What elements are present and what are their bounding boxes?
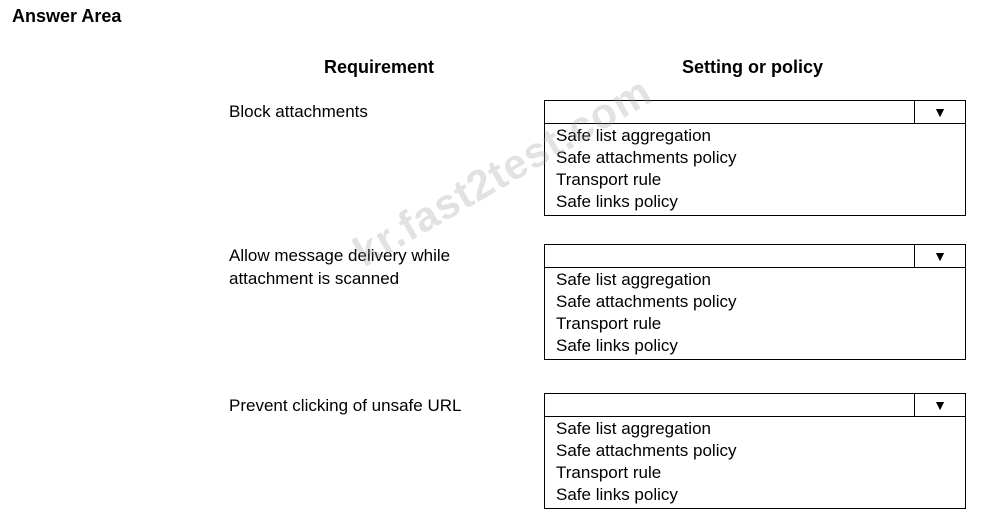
dropdown-arrow-button[interactable]: ▼ [914, 245, 965, 267]
dropdown-options-list: Safe list aggregation Safe attachments p… [544, 268, 966, 360]
dropdown-option[interactable]: Safe links policy [556, 192, 678, 211]
dropdown-option[interactable]: Safe list aggregation [556, 419, 711, 438]
setting-dropdown-3[interactable]: ▼ Safe list aggregation Safe attachments… [544, 393, 966, 509]
requirement-column-header: Requirement [324, 57, 435, 77]
dropdown-option[interactable]: Safe list aggregation [556, 270, 711, 289]
requirement-label-allow-delivery: Allow message delivery while attachment … [229, 246, 451, 288]
dropdown-select-box[interactable]: ▼ [544, 100, 966, 124]
dropdown-option[interactable]: Safe list aggregation [556, 126, 711, 145]
chevron-down-icon: ▼ [933, 397, 947, 413]
dropdown-option[interactable]: Transport rule [556, 463, 662, 482]
dropdown-option[interactable]: Safe links policy [556, 336, 678, 355]
setting-column-header: Setting or policy [682, 57, 824, 77]
dropdown-option[interactable]: Safe attachments policy [556, 441, 737, 460]
requirement-label-prevent-unsafe-url: Prevent clicking of unsafe URL [229, 396, 462, 415]
dropdown-option[interactable]: Transport rule [556, 314, 662, 333]
dropdown-option[interactable]: Safe attachments policy [556, 292, 737, 311]
dropdown-option[interactable]: Transport rule [556, 170, 662, 189]
requirement-label-block-attachments: Block attachments [229, 102, 368, 121]
dropdown-select-box[interactable]: ▼ [544, 393, 966, 417]
dropdown-select-box[interactable]: ▼ [544, 244, 966, 268]
dropdown-option[interactable]: Safe links policy [556, 485, 678, 504]
dropdown-options-list: Safe list aggregation Safe attachments p… [544, 417, 966, 509]
setting-dropdown-2[interactable]: ▼ Safe list aggregation Safe attachments… [544, 244, 966, 360]
dropdown-arrow-button[interactable]: ▼ [914, 394, 965, 416]
dropdown-option[interactable]: Safe attachments policy [556, 148, 737, 167]
answer-area-title: Answer Area [12, 6, 122, 26]
chevron-down-icon: ▼ [933, 104, 947, 120]
setting-dropdown-1[interactable]: ▼ Safe list aggregation Safe attachments… [544, 100, 966, 216]
dropdown-options-list: Safe list aggregation Safe attachments p… [544, 124, 966, 216]
chevron-down-icon: ▼ [933, 248, 947, 264]
dropdown-arrow-button[interactable]: ▼ [914, 101, 965, 123]
